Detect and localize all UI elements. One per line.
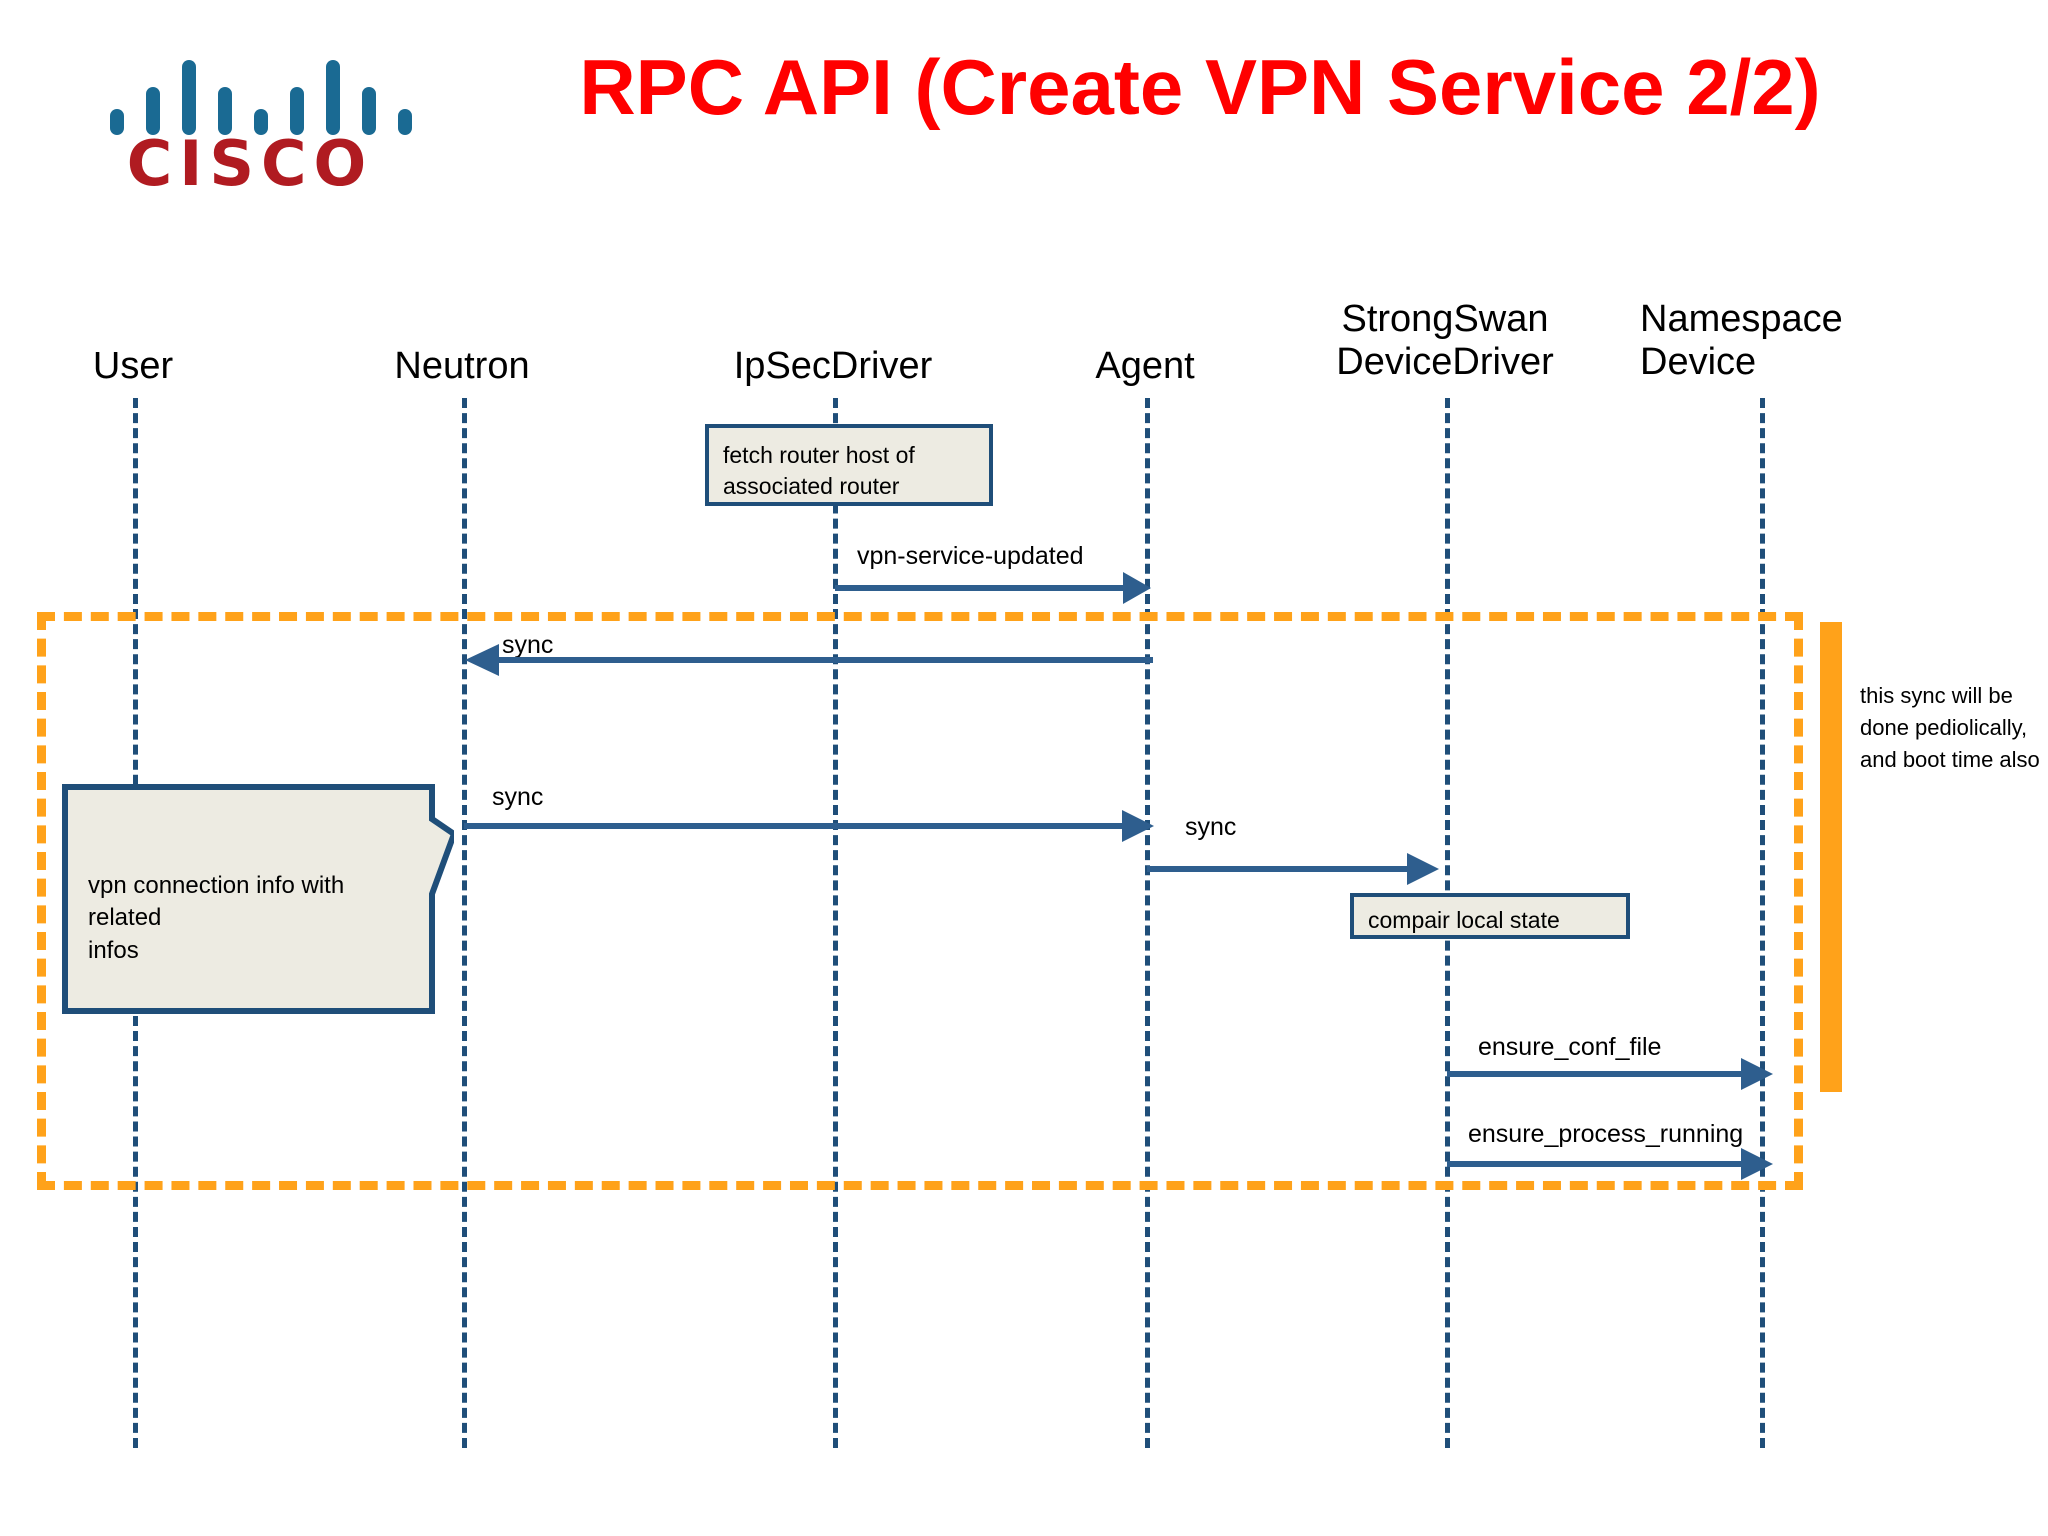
message-label-sync-1: sync bbox=[502, 631, 554, 659]
cisco-logo: CISCO bbox=[95, 55, 425, 225]
lifeline-ipsecdriver bbox=[833, 398, 838, 1448]
note-fetch-router: fetch router host of associated router bbox=[705, 424, 993, 506]
message-label-vpn-service-updated: vpn-service-updated bbox=[857, 542, 1084, 570]
message-arrow-vpn-service-updated bbox=[833, 570, 1163, 606]
page-title: RPC API (Create VPN Service 2/2) bbox=[579, 43, 1821, 131]
message-arrow-ensure-process-running bbox=[1445, 1146, 1805, 1182]
message-label-ensure-process-running: ensure_process_running bbox=[1468, 1120, 1744, 1148]
loop-frame bbox=[37, 612, 1803, 1190]
callout-vpn-info-text: vpn connection info with related infos bbox=[88, 872, 345, 964]
callout-vpn-info: vpn connection info with related infos bbox=[62, 784, 454, 1014]
lifeline-header-ipsecdriver: IpSecDriver bbox=[733, 345, 933, 387]
lifeline-namespace bbox=[1760, 398, 1765, 1448]
lifeline-header-user: User bbox=[92, 345, 174, 387]
message-arrow-sync-1 bbox=[455, 642, 1155, 678]
message-label-sync-3: sync bbox=[1185, 813, 1237, 841]
lifeline-neutron bbox=[462, 398, 467, 1448]
lifeline-header-namespace: Namespace Device bbox=[1640, 298, 1843, 383]
message-label-ensure-conf-file: ensure_conf_file bbox=[1478, 1033, 1662, 1061]
cisco-wordmark: CISCO bbox=[126, 127, 374, 200]
note-compair-local-state: compair local state bbox=[1350, 893, 1630, 939]
message-arrow-sync-3 bbox=[1145, 851, 1475, 887]
activation-bar-namespace bbox=[1820, 622, 1842, 1092]
lifeline-header-agent: Agent bbox=[1095, 345, 1195, 387]
message-label-sync-2: sync bbox=[492, 783, 544, 811]
cisco-bars-icon bbox=[110, 55, 420, 135]
message-arrow-ensure-conf-file bbox=[1445, 1056, 1805, 1092]
lifeline-header-strongswan: StrongSwan DeviceDriver bbox=[1336, 298, 1554, 383]
lifeline-header-neutron: Neutron bbox=[394, 345, 530, 387]
side-note-sync: this sync will be done pediolically, and… bbox=[1860, 683, 2040, 772]
message-arrow-sync-2 bbox=[462, 808, 1162, 844]
lifeline-agent bbox=[1145, 398, 1150, 1448]
